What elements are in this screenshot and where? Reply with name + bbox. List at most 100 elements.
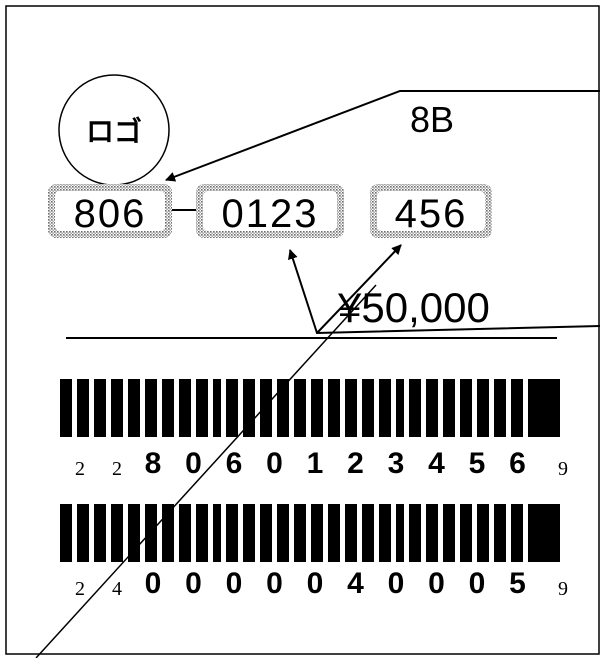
barcode-bar bbox=[494, 504, 506, 562]
barcode-digit: 0 bbox=[145, 567, 162, 600]
barcode-bar bbox=[277, 504, 289, 562]
page-frame bbox=[5, 5, 600, 655]
barcode-bar bbox=[345, 379, 357, 437]
barcode-bar bbox=[477, 379, 489, 437]
barcode-digit: 0 bbox=[185, 567, 202, 600]
barcode-bar bbox=[396, 379, 404, 437]
callout-price: ¥50,000 bbox=[288, 244, 601, 335]
barcode-digit: 0 bbox=[388, 567, 405, 600]
barcode-bar bbox=[426, 379, 438, 437]
barcode-bar bbox=[162, 379, 174, 437]
barcode-digit: 0 bbox=[226, 567, 243, 600]
callout-8b-leader bbox=[165, 90, 600, 182]
barcode-prefix-digit: 2 bbox=[112, 458, 122, 480]
barcode-prefix-digit: 4 bbox=[112, 578, 122, 600]
barcode-digit: 8 bbox=[145, 447, 162, 480]
barcode-bar bbox=[443, 379, 455, 437]
barcode-bar bbox=[179, 504, 191, 562]
barcode-bar bbox=[528, 379, 560, 437]
barcode-digit: 6 bbox=[509, 447, 526, 480]
barcode-bar bbox=[226, 379, 238, 437]
barcode-digit: 4 bbox=[347, 567, 364, 600]
barcode-bar bbox=[379, 379, 391, 437]
barcode-bar bbox=[179, 379, 191, 437]
barcode-bar bbox=[409, 504, 421, 562]
barcode-bar bbox=[77, 504, 89, 562]
barcode-check-digit: 9 bbox=[558, 458, 568, 480]
barcode-digit: 0 bbox=[185, 447, 202, 480]
barcode-bar bbox=[128, 379, 140, 437]
barcode-digit: 6 bbox=[226, 447, 243, 480]
barcode-prefix-digit: 2 bbox=[75, 578, 85, 600]
barcode-bar bbox=[243, 504, 255, 562]
barcode-bar bbox=[409, 379, 421, 437]
barcode-bar bbox=[145, 379, 157, 437]
barcode-bar bbox=[362, 504, 374, 562]
barcode-bar bbox=[111, 504, 123, 562]
barcode-bar bbox=[528, 504, 560, 562]
callout-price-label: ¥50,000 bbox=[337, 284, 490, 331]
barcode-bar bbox=[511, 504, 523, 562]
barcode-bar bbox=[362, 379, 374, 437]
barcode-bar bbox=[94, 504, 106, 562]
barcode-bar bbox=[460, 504, 472, 562]
callout-8b: 8B bbox=[165, 90, 600, 182]
barcode-bar bbox=[260, 379, 272, 437]
code-box-2-value: 0123 bbox=[222, 192, 319, 236]
barcode-digit: 0 bbox=[428, 567, 445, 600]
barcode-bar bbox=[94, 379, 106, 437]
code-box-3-value: 456 bbox=[395, 192, 468, 236]
barcode-prefix-digit: 2 bbox=[75, 458, 85, 480]
barcode-bar bbox=[111, 379, 123, 437]
barcode-bar bbox=[443, 504, 455, 562]
barcode-bar bbox=[77, 379, 89, 437]
barcode-bar bbox=[511, 379, 523, 437]
barcode-bar bbox=[145, 504, 157, 562]
logo: ロゴ bbox=[58, 74, 170, 186]
barcode-bar bbox=[213, 379, 221, 437]
barcode-bar bbox=[226, 504, 238, 562]
barcode-bar bbox=[345, 504, 357, 562]
barcode-digit: 2 bbox=[347, 447, 364, 480]
barcode-bar bbox=[294, 379, 306, 437]
barcode-bar bbox=[328, 504, 340, 562]
code-box-1: 806 bbox=[48, 184, 172, 238]
barcode-bar bbox=[213, 504, 221, 562]
barcode-bar bbox=[128, 504, 140, 562]
barcode-bar bbox=[460, 379, 472, 437]
barcode-bar bbox=[60, 379, 72, 437]
barcode-bar bbox=[60, 504, 72, 562]
barcode-bar bbox=[277, 379, 289, 437]
barcode-bar bbox=[426, 504, 438, 562]
code-box-1-value: 806 bbox=[74, 192, 147, 236]
barcode-bar bbox=[162, 504, 174, 562]
barcode-bar bbox=[294, 504, 306, 562]
logo-text: ロゴ bbox=[86, 115, 142, 147]
barcode-digit: 0 bbox=[266, 447, 283, 480]
barcode-bar bbox=[477, 504, 489, 562]
barcode-bar bbox=[260, 504, 272, 562]
barcode-digit: 0 bbox=[307, 567, 324, 600]
code-box-2: 0123 bbox=[196, 184, 344, 238]
barcode-bar bbox=[311, 379, 323, 437]
barcode-bar bbox=[196, 504, 208, 562]
barcode-digit: 0 bbox=[266, 567, 283, 600]
barcode-digit: 4 bbox=[428, 447, 445, 480]
barcode-digit: 3 bbox=[388, 447, 405, 480]
barcode-digit: 0 bbox=[469, 567, 486, 600]
callout-8b-label: 8B bbox=[410, 99, 454, 140]
barcode-bar bbox=[396, 504, 404, 562]
barcode-digit: 5 bbox=[509, 567, 526, 600]
barcode-bar bbox=[379, 504, 391, 562]
barcode-bar bbox=[243, 379, 255, 437]
barcode-check-digit: 9 bbox=[558, 578, 568, 600]
barcode-bar bbox=[196, 379, 208, 437]
barcode-bar bbox=[494, 379, 506, 437]
barcode-digit: 1 bbox=[307, 447, 324, 480]
callout-price-leader-2 bbox=[316, 244, 402, 334]
barcode-digit: 5 bbox=[469, 447, 486, 480]
barcode-bar bbox=[328, 379, 340, 437]
